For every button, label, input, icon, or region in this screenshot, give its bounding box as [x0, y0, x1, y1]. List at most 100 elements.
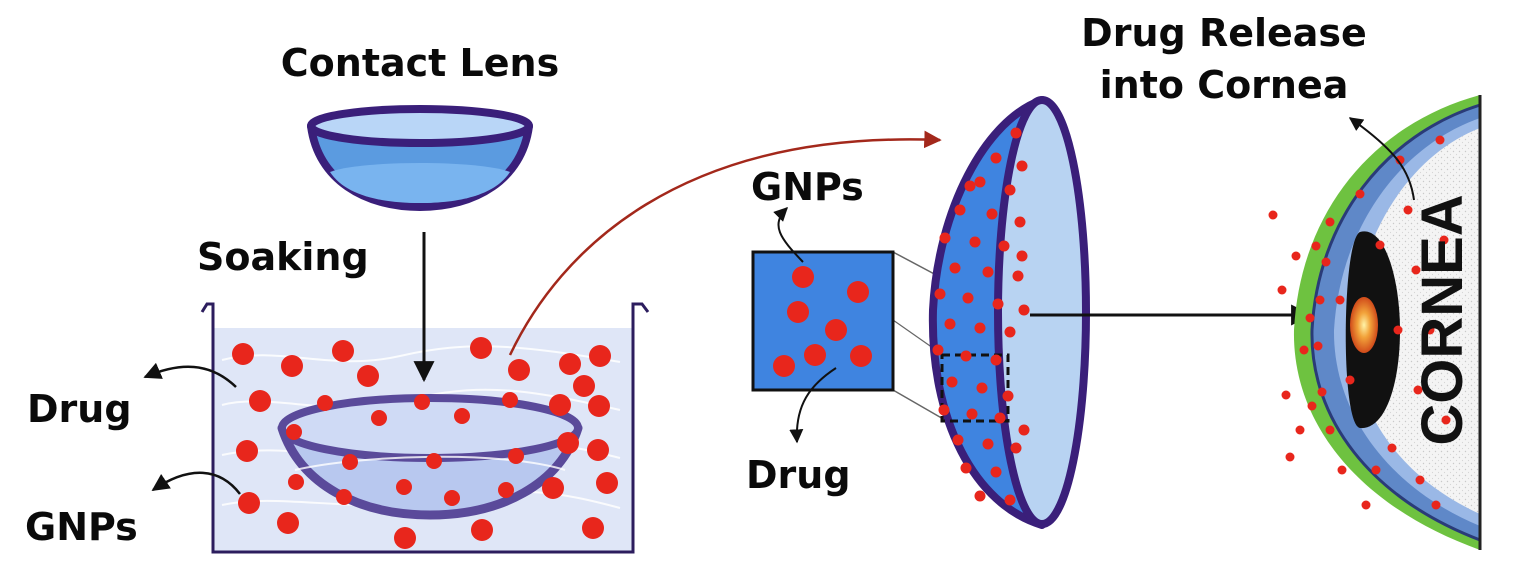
gnp-particle: [502, 392, 518, 408]
beaker-outline: [200, 302, 650, 554]
gnp-particle: [1325, 217, 1335, 227]
contact-lens-icon: [307, 105, 533, 211]
gnp-particle: [1387, 443, 1397, 453]
gnp-particle: [1413, 385, 1423, 395]
gnp-particle: [1315, 295, 1325, 305]
release-label-line1: Drug Release: [1081, 11, 1367, 55]
gnps-label-mid: GNPs: [751, 165, 864, 209]
released-particles: [1268, 210, 1321, 462]
gnp-particle: [1277, 285, 1287, 295]
release-label-line2: into Cornea: [1100, 63, 1349, 107]
gnp-particle: [792, 266, 814, 288]
gnp-particle: [1016, 160, 1028, 172]
cornea-label: CORNEA: [1410, 194, 1475, 445]
gnp-particle: [974, 176, 986, 188]
gnp-particle: [934, 288, 946, 300]
gnp-particle: [954, 204, 966, 216]
gnp-particle: [589, 345, 611, 367]
gnp-particle: [236, 440, 258, 462]
gnp-particle: [277, 512, 299, 534]
lens-glow: [1350, 297, 1378, 353]
gnp-particle: [992, 298, 1004, 310]
zoom-particles: [773, 266, 872, 377]
beaker-group: [143, 302, 650, 554]
gnp-particle: [357, 365, 379, 387]
gnp-particle: [1313, 341, 1323, 351]
gnp-particle: [471, 519, 493, 541]
gnp-particle: [542, 477, 564, 499]
gnp-particle: [804, 344, 826, 366]
gnp-particle: [939, 232, 951, 244]
gnp-particle: [1425, 325, 1435, 335]
gnp-particle: [964, 180, 976, 192]
gnp-particle: [850, 345, 872, 367]
gnp-particle: [1431, 500, 1441, 510]
gnp-particle: [969, 236, 981, 248]
gnp-particle: [1004, 494, 1016, 506]
gnp-particle: [990, 152, 1002, 164]
gnp-particle: [1403, 205, 1413, 215]
gnp-particle: [342, 454, 358, 470]
gnp-particle: [371, 410, 387, 426]
gnp-particle: [952, 434, 964, 446]
solution-particles: [232, 337, 618, 549]
gnp-particle: [281, 355, 303, 377]
gnp-particle: [1281, 390, 1291, 400]
gnp-particle: [1411, 265, 1421, 275]
gnp-particle: [332, 340, 354, 362]
gnp-particle: [787, 301, 809, 323]
gnp-particle: [974, 490, 986, 502]
gnp-particle: [1317, 387, 1327, 397]
gnps-label-left: GNPs: [25, 505, 138, 549]
gnp-particle: [498, 482, 514, 498]
gnp-particle: [1435, 135, 1445, 145]
gnps-pointer-arrow: [151, 471, 241, 495]
gnp-particle: [508, 359, 530, 381]
gnp-particle: [773, 355, 795, 377]
gnp-particle: [986, 208, 998, 220]
gnp-particle: [1307, 401, 1317, 411]
zoom-inset: [751, 207, 956, 444]
transfer-arrow: [508, 130, 942, 356]
gnp-particle: [966, 408, 978, 420]
gnp-particle: [998, 240, 1010, 252]
gnp-particle: [1375, 240, 1385, 250]
gnp-particle: [396, 479, 412, 495]
gnp-particle: [232, 343, 254, 365]
gnp-particle: [982, 438, 994, 450]
gnp-particle: [414, 394, 430, 410]
gnp-particle: [454, 408, 470, 424]
gnp-particle: [1361, 500, 1371, 510]
gnp-particle: [974, 322, 986, 334]
gnp-particle: [1295, 425, 1305, 435]
gnps-zoom-arrow: [773, 207, 804, 263]
gnp-particle: [249, 390, 271, 412]
gnp-particle: [1337, 465, 1347, 475]
gnp-particle: [982, 266, 994, 278]
gnp-particle: [1441, 415, 1451, 425]
loaded-lens: [928, 96, 1090, 529]
gnp-particle: [588, 395, 610, 417]
gnp-particle: [1268, 210, 1278, 220]
gnp-particle: [1004, 326, 1016, 338]
gnp-particle: [1014, 216, 1026, 228]
gnp-particle: [976, 382, 988, 394]
gnp-particle: [1018, 304, 1030, 316]
gnp-particle: [1016, 250, 1028, 262]
gnp-particle: [1299, 345, 1309, 355]
gnp-particle: [1285, 452, 1295, 462]
cornea-particles: [1313, 135, 1451, 510]
gnp-particle: [1393, 325, 1403, 335]
gnp-particle: [1305, 313, 1315, 323]
lens-particles: [932, 127, 1030, 506]
gnp-particle: [1002, 390, 1014, 402]
gnp-particle: [549, 394, 571, 416]
gnp-particle: [825, 319, 847, 341]
drug-label-left: Drug: [27, 387, 132, 431]
gnp-particle: [582, 517, 604, 539]
gnp-particle: [990, 354, 1002, 366]
gnp-particle: [1355, 189, 1365, 199]
gnp-particle: [962, 292, 974, 304]
gnp-particle: [932, 344, 944, 356]
